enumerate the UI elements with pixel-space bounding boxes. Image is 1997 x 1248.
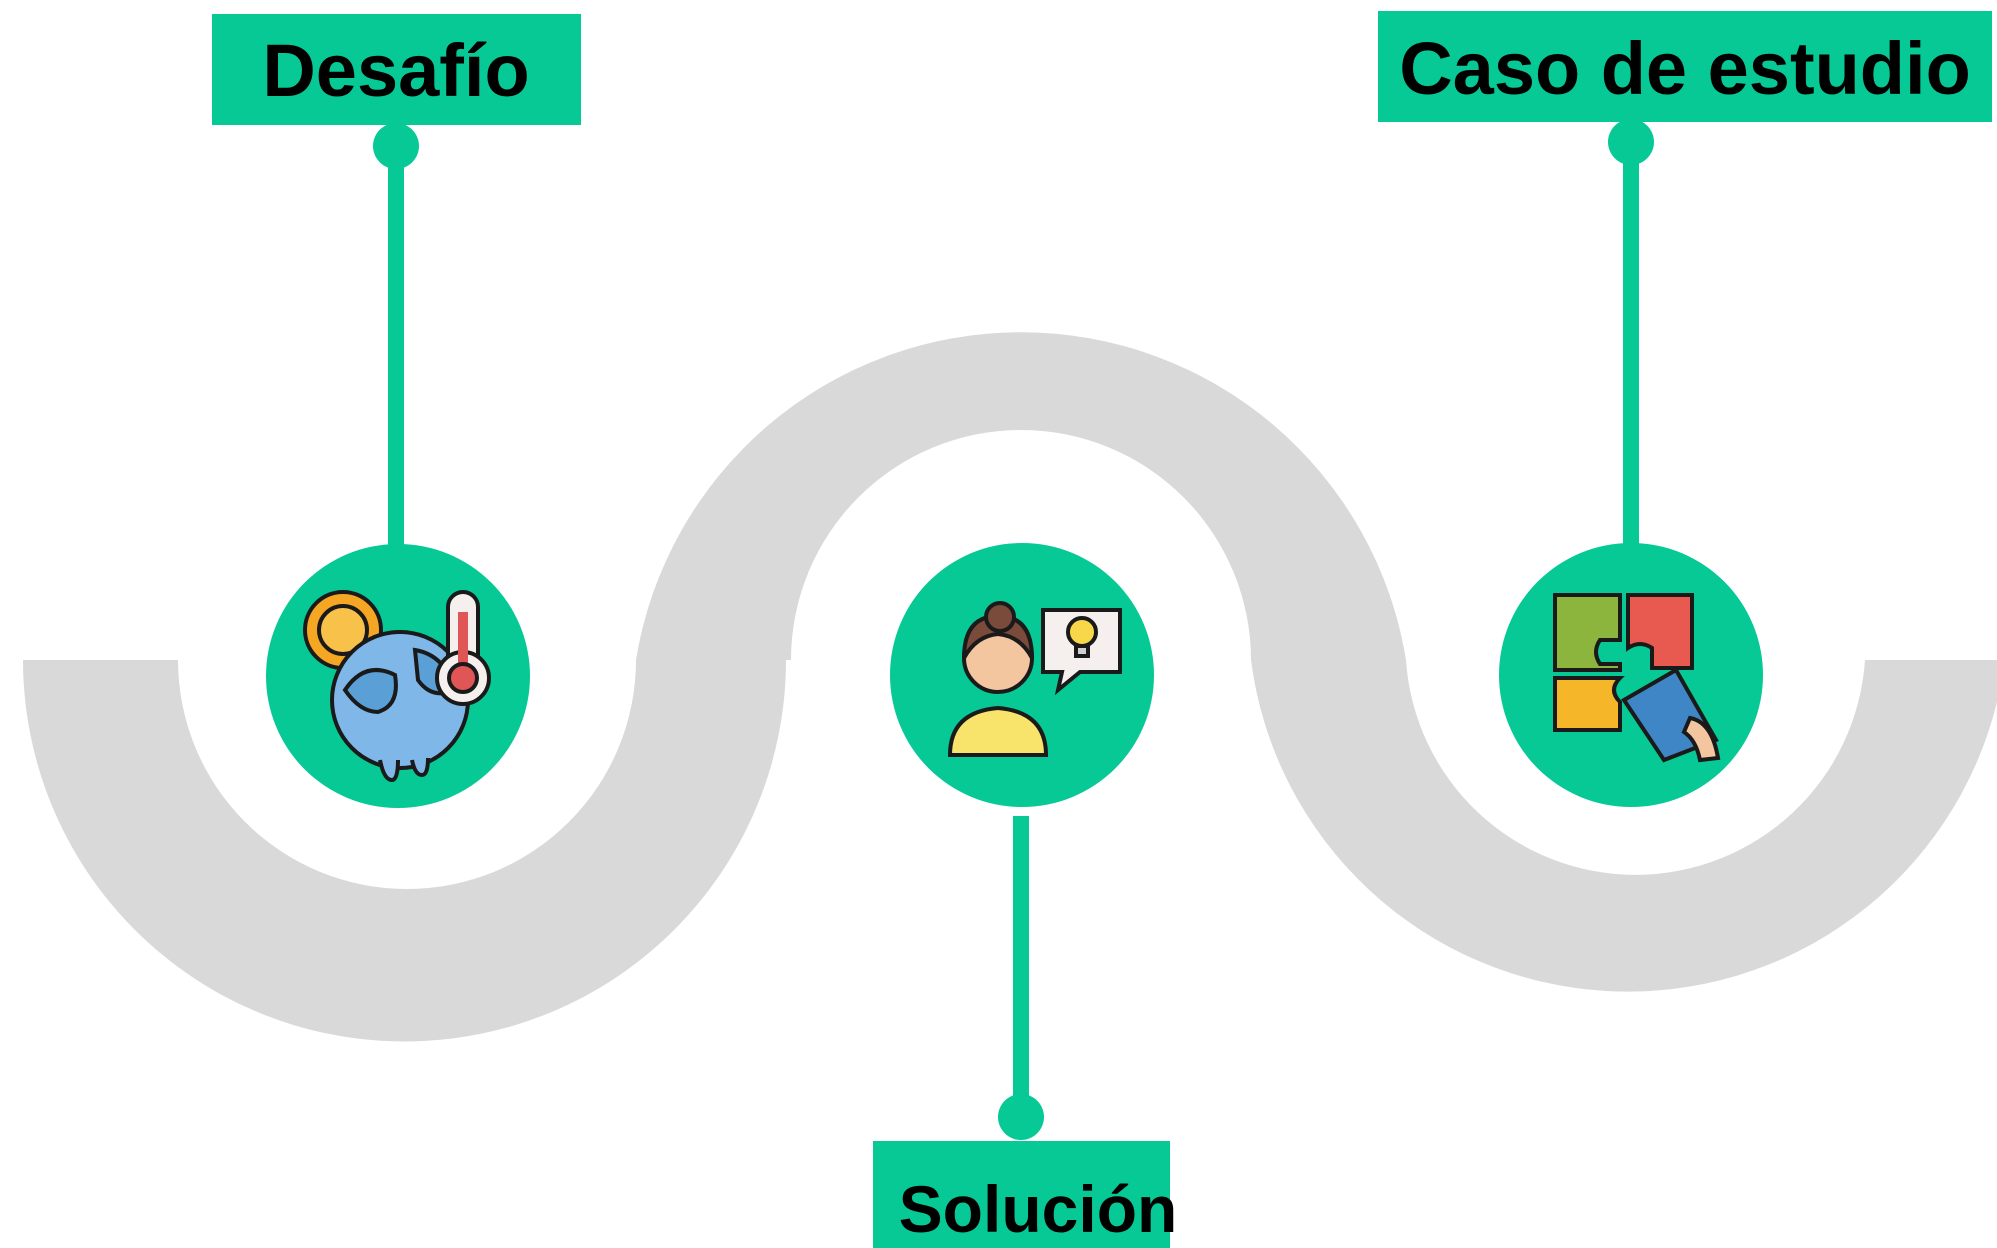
connector-dot <box>998 1094 1044 1140</box>
label-box <box>212 14 581 125</box>
connector-dot <box>373 123 419 169</box>
label-desafio: Desafío <box>212 14 581 125</box>
connector-solucion <box>998 816 1044 1140</box>
person-idea-icon <box>947 601 1122 757</box>
connector-dot <box>1608 119 1654 165</box>
puzzle-icon <box>1553 593 1721 763</box>
wave-segment-middle <box>636 332 1406 660</box>
step-circle-solucion <box>890 543 1154 807</box>
step-circle-desafio <box>266 544 530 808</box>
connector-desafio <box>373 123 419 550</box>
wave-segment-right <box>1251 660 1997 992</box>
step-label: Caso de estudio <box>1399 27 1971 110</box>
step-label: Solución <box>899 1172 1178 1246</box>
label-solucion: Solución <box>873 1141 1177 1248</box>
label-caso-de-estudio: Caso de estudio <box>1378 11 1992 122</box>
wave-segment-left <box>23 660 786 1042</box>
label-box <box>873 1141 1170 1248</box>
connector-caso <box>1608 119 1654 550</box>
step-label: Desafío <box>262 29 529 112</box>
global-warming-icon <box>303 590 491 783</box>
label-box <box>1378 11 1992 122</box>
step-circle-caso <box>1499 543 1763 807</box>
wave-path <box>23 332 1997 1042</box>
